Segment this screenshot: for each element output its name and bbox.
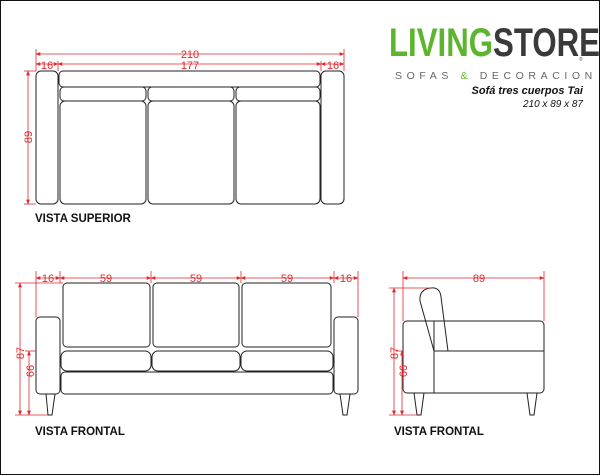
front-view-back-cushion-3 — [241, 282, 332, 348]
label-side-view: VISTA FRONTAL — [394, 426, 484, 438]
side-view-leg-left — [413, 392, 425, 416]
label-front-view: VISTA FRONTAL — [35, 426, 125, 438]
tagline-part2: DECORACION — [479, 70, 597, 82]
top-view-seat-cushion-2 — [147, 100, 235, 205]
front-view-seat-cushion-1 — [60, 350, 152, 372]
front-view-back-cushion-2 — [152, 282, 240, 348]
product-title: Sofá tres cuerpos Tai — [471, 85, 583, 97]
front-view-base — [60, 371, 334, 395]
side-dim-depth: 89 — [473, 273, 485, 285]
top-view-arm-left — [35, 70, 59, 205]
top-view-back-cushion-1 — [59, 86, 147, 102]
front-view-back-cushion-1 — [62, 282, 151, 348]
front-view-dimensions — [15, 271, 359, 416]
top-view-dimensions — [24, 49, 345, 205]
top-view-back-cushion-2 — [147, 86, 235, 102]
front-view-arm-left — [35, 316, 61, 395]
front-dim-arm-left: 16 — [42, 273, 54, 285]
tagline-ampersand: & — [460, 70, 473, 82]
top-view-arm-right — [320, 70, 345, 205]
front-dim-seat-2: 59 — [190, 273, 202, 285]
brand-tagline: SOFAS & DECORACION — [395, 70, 597, 82]
tagline-part1: SOFAS — [395, 70, 454, 82]
front-view-leg-left — [45, 393, 56, 416]
side-view-arm — [402, 320, 545, 394]
top-dim-arm-right: 16 — [327, 60, 339, 72]
brand-logo: LIVINGSTORE — [389, 23, 600, 63]
side-view-leg-right — [526, 392, 538, 416]
front-dim-seat-3: 59 — [281, 273, 293, 285]
registered-mark: ® — [579, 57, 583, 63]
side-dim-seat-height: 66 — [398, 365, 410, 377]
side-view-backrest — [419, 287, 449, 352]
top-dim-inner-width: 177 — [181, 60, 199, 72]
top-dim-arm-left: 16 — [41, 60, 53, 72]
front-dim-arm-right: 16 — [340, 273, 352, 285]
front-view — [35, 282, 359, 416]
front-view-seat-cushion-3 — [240, 350, 334, 372]
brand-name-part2: STORE — [493, 21, 600, 65]
side-dim-height: 87 — [389, 347, 401, 359]
top-view — [35, 70, 345, 205]
side-view-dimensions — [389, 271, 545, 416]
front-dim-seat-1: 59 — [100, 273, 112, 285]
brand-name-part1: LIVING — [389, 21, 494, 65]
front-view-arm-right — [333, 316, 359, 395]
top-dim-depth: 89 — [23, 131, 35, 143]
front-view-leg-right — [339, 393, 351, 416]
side-view — [402, 287, 545, 416]
top-dim-total-width: 210 — [181, 49, 199, 61]
label-top-view: VISTA SUPERIOR — [35, 213, 131, 225]
front-dim-height: 87 — [15, 347, 27, 359]
front-dim-seat-height: 66 — [25, 365, 37, 377]
top-view-backrest — [58, 70, 321, 88]
top-view-back-cushion-3 — [235, 86, 321, 102]
top-view-seat-cushion-1 — [59, 100, 147, 205]
front-view-seat-cushion-2 — [151, 350, 241, 372]
product-dimensions: 210 x 89 x 87 — [522, 99, 583, 110]
top-view-seat-cushion-3 — [235, 100, 321, 205]
